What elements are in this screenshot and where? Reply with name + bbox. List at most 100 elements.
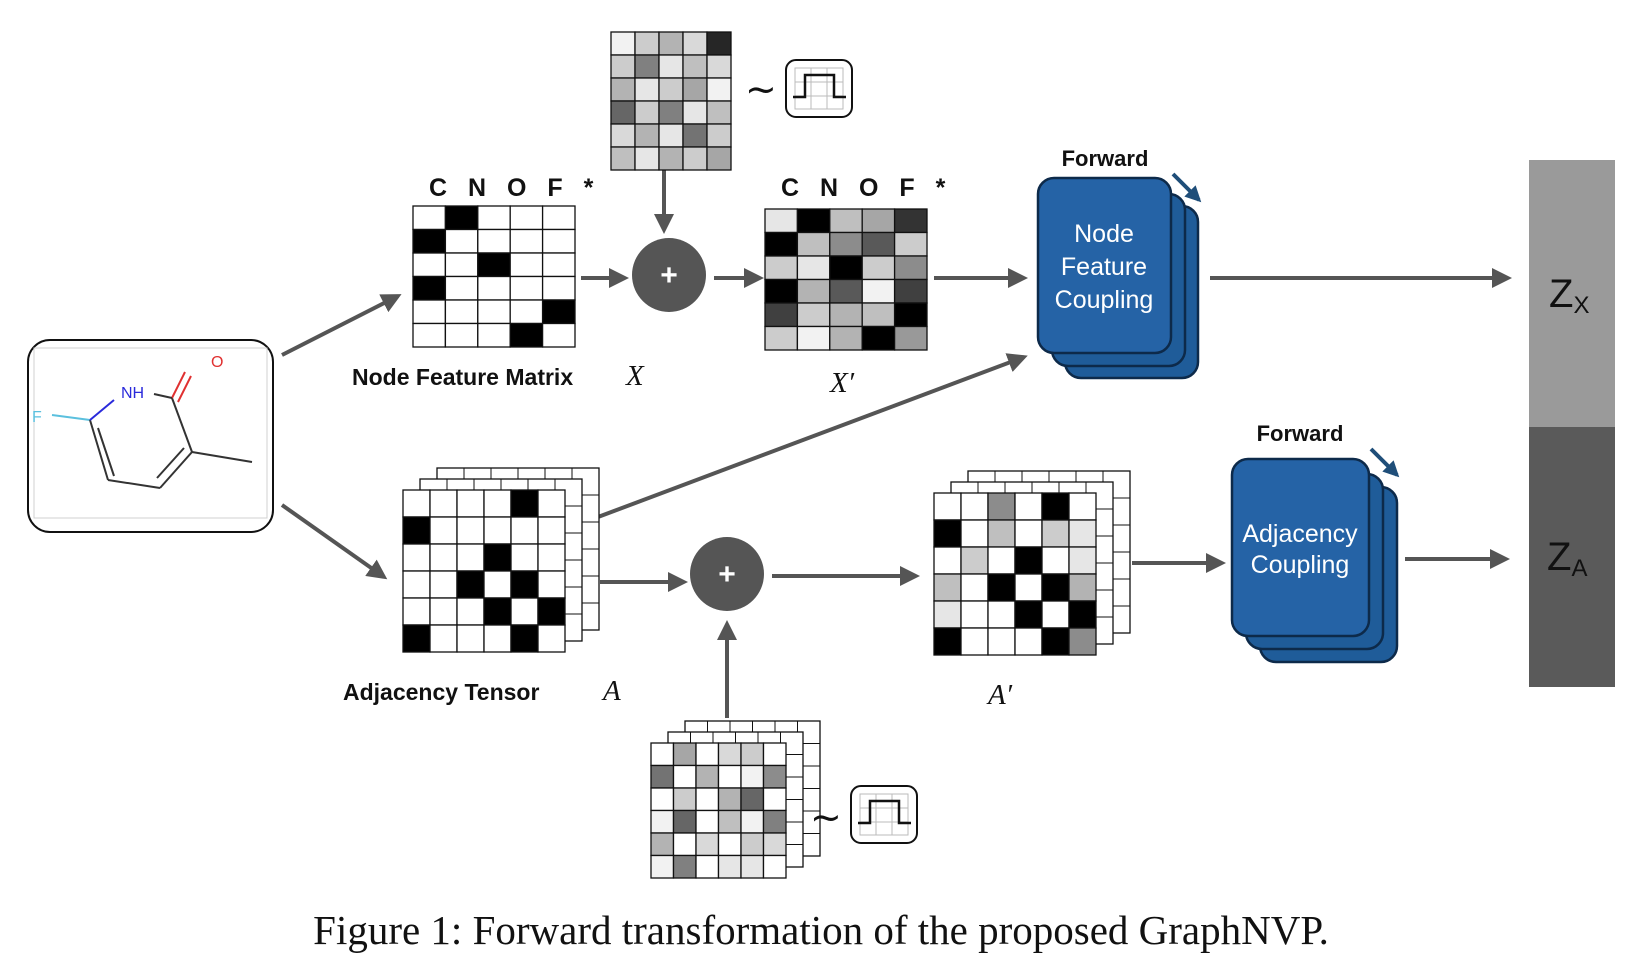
- node-matrix-grid: [412, 205, 576, 348]
- adjacency-noise-cell-r4-c2: [695, 832, 720, 857]
- node-matrix-prime-cell-r0-c1: [796, 208, 831, 234]
- node-matrix-prime-cell-r2-c0: [764, 255, 799, 281]
- adjacency-tensor-prime-cell-r1-c1: [960, 519, 989, 548]
- adjacency-tensor-cell-r3-c1: [429, 570, 458, 599]
- adjacency-noise-cell-r1-c5: [762, 764, 787, 789]
- adj-coupling-forward-icon: [1369, 447, 1400, 478]
- node-noise-cell-r3-c4: [706, 100, 732, 125]
- adjacency-noise-cell-r1-c0: [650, 764, 675, 789]
- node-noise-cell-r1-c3: [682, 54, 708, 79]
- node-matrix-prime-cell-r5-c1: [796, 325, 831, 351]
- node-noise-cell-r5-c3: [682, 146, 708, 171]
- adjacency-tensor-prime-cell-r2-c5: [1068, 546, 1097, 575]
- adjacency-noise-cell-r5-c1: [672, 854, 697, 879]
- adjacency-tensor-prime-cell-r5-c5: [1068, 627, 1097, 656]
- node-noise-cell-r3-c2: [658, 100, 684, 125]
- adjacency-tensor-prime: A′: [933, 470, 1131, 711]
- node-noise-cell-r2-c1: [634, 77, 660, 102]
- adjacency-tensor-prime-cell-r3-c2: [987, 573, 1016, 602]
- adjacency-tensor-prime-cell-r1-c0: [933, 519, 962, 548]
- node-matrix-prime-cell-r2-c2: [829, 255, 863, 281]
- node-matrix-label: Node Feature Matrix: [352, 364, 573, 390]
- node-matrix-prime-cell-r0-c3: [861, 208, 896, 234]
- node-noise-cell-r0-c3: [682, 31, 708, 56]
- node-matrix-prime-cell-r3-c1: [796, 278, 831, 304]
- adjacency-tensor-prime-cell-r0-c5: [1068, 492, 1097, 521]
- node-matrix-prime-cell-r2-c3: [861, 255, 896, 281]
- node-matrix-cell-r2-c3: [509, 252, 544, 278]
- node-noise-cell-r1-c0: [610, 54, 636, 79]
- adjacency-tensor-cell-r4-c5: [537, 597, 566, 626]
- adjacency-tensor-prime-cell-r0-c2: [987, 492, 1016, 521]
- figure-caption: Figure 1: Forward transformation of the …: [313, 907, 1329, 953]
- node-feature-matrix-prime: C N O F * X′: [764, 174, 945, 399]
- node-matrix-cell-r0-c2: [477, 205, 511, 231]
- node-matrix-columns: C N O F *: [429, 174, 600, 202]
- adjacency-noise-cell-r4-c5: [762, 832, 787, 857]
- adjacency-tensor-cell-r1-c5: [537, 516, 566, 545]
- arrow-molecule-to-x: [281, 294, 402, 357]
- node-matrix-cell-r2-c2: [477, 252, 511, 278]
- node-coupling-line-2: Feature: [1061, 253, 1147, 281]
- node-matrix-prime-cell-r1-c1: [796, 231, 831, 257]
- node-matrix-cell-r5-c2: [477, 322, 511, 348]
- node-noise-cell-r4-c2: [658, 123, 684, 148]
- node-matrix-cell-r4-c2: [477, 299, 511, 325]
- node-noise-cell-r2-c2: [658, 77, 684, 102]
- node-matrix-cell-r1-c2: [477, 228, 511, 254]
- adjacency-noise-tilde: ~: [810, 795, 842, 839]
- adjacency-tensor-cell-r0-c2: [456, 489, 485, 518]
- adjacency-tensor-cell-r2-c4: [510, 543, 539, 572]
- node-matrix-cell-r5-c0: [412, 322, 447, 348]
- adjacency-tensor-cell-r3-c0: [402, 570, 431, 599]
- node-matrix-cell-r2-c1: [444, 252, 479, 278]
- adjacency-tensor-prime-cell-r3-c0: [933, 573, 962, 602]
- adjacency-tensor-cell-r2-c3: [483, 543, 512, 572]
- atom-nh: NH: [121, 385, 144, 402]
- node-matrix-symbol: X: [625, 360, 645, 392]
- atom-o: O: [211, 354, 223, 371]
- node-matrix-prime-cell-r5-c3: [861, 325, 896, 351]
- adjacency-tensor-prime-stack: [933, 470, 1131, 656]
- node-matrix-cell-r5-c4: [541, 322, 576, 348]
- node-matrix-prime-cell-r3-c3: [861, 278, 896, 304]
- node-matrix-cell-r5-c1: [444, 322, 479, 348]
- molecule-inner-frame: [33, 347, 268, 519]
- adjacency-tensor-cell-r4-c0: [402, 597, 431, 626]
- node-feature-coupling: Forward Node Feature Coupling: [1036, 146, 1202, 380]
- adjacency-tensor-cell-r5-c2: [456, 624, 485, 653]
- adjacency-tensor-cell-r4-c2: [456, 597, 485, 626]
- adjacency-tensor-prime-cell-r4-c5: [1068, 600, 1097, 629]
- adjacency-noise-cell-r3-c5: [762, 809, 787, 834]
- adjacency-noise-cell-r0-c2: [695, 742, 720, 767]
- node-matrix-prime-cell-r4-c0: [764, 302, 799, 328]
- adjacency-noise-cell-r0-c4: [740, 742, 765, 767]
- adjacency-tensor-cell-r3-c4: [510, 570, 539, 599]
- node-noise-cell-r5-c1: [634, 146, 660, 171]
- arrow-molecule-to-a: [280, 503, 388, 580]
- node-noise-cell-r0-c2: [658, 31, 684, 56]
- node-noise-cell-r5-c2: [658, 146, 684, 171]
- adjacency-noise-cell-r0-c3: [717, 742, 742, 767]
- adjacency-noise-cell-r5-c2: [695, 854, 720, 879]
- adjacency-tensor-cell-r3-c5: [537, 570, 566, 599]
- adjacency-tensor-cell-r1-c2: [456, 516, 485, 545]
- adjacency-noise-cell-r3-c0: [650, 809, 675, 834]
- latent-zx-label: ZX: [1549, 272, 1589, 319]
- node-feature-matrix: C N O F * Node Feature Matrix X: [352, 174, 645, 392]
- node-matrix-prime-cell-r0-c2: [829, 208, 863, 234]
- node-matrix-cell-r3-c2: [477, 275, 511, 301]
- node-noise-grid: [610, 31, 732, 171]
- node-matrix-cell-r1-c0: [412, 228, 447, 254]
- adjacency-noise-cell-r5-c5: [762, 854, 787, 879]
- adjacency-tensor-prime-cell-r4-c1: [960, 600, 989, 629]
- arrow-a-to-node-coupling: [597, 353, 1028, 519]
- node-matrix-cell-r5-c3: [509, 322, 544, 348]
- adjacency-tensor-cell-r0-c1: [429, 489, 458, 518]
- adjacency-add-symbol: +: [718, 558, 736, 591]
- node-matrix-cell-r4-c4: [541, 299, 576, 325]
- adjacency-tensor-cell-r1-c4: [510, 516, 539, 545]
- adjacency-tensor-cell-r4-c3: [483, 597, 512, 626]
- adjacency-noise-cell-r2-c5: [762, 787, 787, 812]
